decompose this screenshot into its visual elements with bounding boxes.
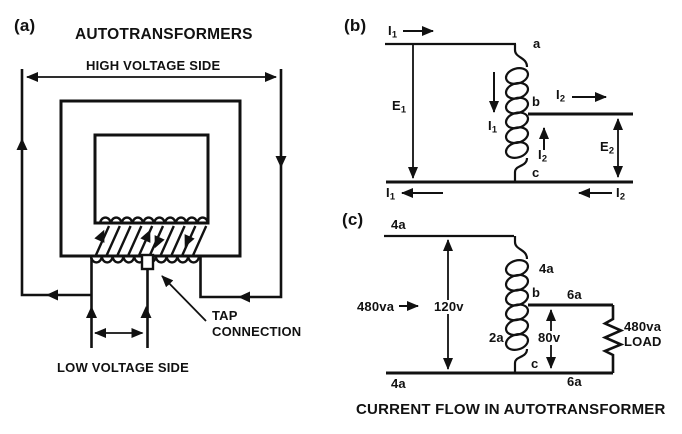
panel-b-current-i2-coil: I2 — [538, 147, 548, 164]
panel-a-title: AUTOTRANSFORMERS — [75, 26, 253, 43]
winding-top-loops — [98, 216, 210, 225]
panel-b-art — [385, 26, 633, 198]
panel-c-current-bottom-left: 4a — [391, 376, 406, 391]
panel-c-terminal-c: c — [531, 356, 539, 371]
coil-b — [504, 44, 530, 182]
core-outer — [59, 99, 242, 258]
panel-b-current-i1-return: I1 — [386, 185, 396, 202]
panel-c-current-coil-upper: 4a — [539, 261, 554, 276]
panel-b-voltage-e2: E2 — [600, 139, 615, 156]
panel-c-current-load-top: 6a — [567, 287, 582, 302]
panel-b-panel-letter: (b) — [344, 16, 367, 35]
current-flow-arrows-b — [401, 26, 612, 198]
panel-b-terminal-a: a — [533, 36, 541, 51]
panel-c-caption: CURRENT FLOW IN AUTOTRANSFORMER — [356, 401, 666, 418]
panel-b-current-i1-coil: I1 — [488, 118, 498, 135]
panel-c-current-coil-lower: 2a — [489, 330, 504, 345]
coil-c — [504, 236, 530, 373]
panel-a-tap-connection-line1: TAP — [212, 308, 238, 323]
left-conductor — [20, 69, 92, 297]
panel-c-terminal-b: b — [532, 285, 541, 300]
tap-pointer-arrow — [161, 275, 207, 322]
panel-c-source-va: 480va — [357, 299, 395, 314]
panel-a-high-voltage-side: HIGH VOLTAGE SIDE — [86, 58, 221, 73]
panel-c-current-load-bottom: 6a — [567, 374, 582, 389]
panel-b-terminal-b: b — [532, 94, 541, 109]
panel-b-terminal-c: c — [532, 165, 540, 180]
panel-b-current-i2-return: I2 — [616, 185, 626, 202]
panel-a-low-voltage-side: LOW VOLTAGE SIDE — [57, 360, 189, 375]
panel-b-current-i2-out: I2 — [556, 87, 566, 104]
panel-a-tap-connection-line2: CONNECTION — [212, 324, 302, 339]
panel-c-load-word: LOAD — [624, 334, 662, 349]
panel-c-voltage-primary: 120v — [432, 299, 466, 314]
panel-b-voltage-e1: E1 — [392, 98, 407, 115]
panel-c-panel-letter: (c) — [342, 210, 364, 229]
load-resistor — [601, 305, 625, 373]
panel-c-load-va: 480va — [624, 319, 662, 334]
core-inner — [93, 133, 210, 225]
panel-a-art — [16, 69, 287, 348]
panel-b-current-i1-in: I1 — [388, 23, 398, 40]
panel-c-current-top-in: 4a — [391, 217, 406, 232]
panel-c-voltage-secondary: 80v — [536, 330, 563, 345]
panel-c-art — [384, 234, 625, 375]
winding-current-arrows — [94, 229, 195, 249]
panel-a-panel-letter: (a) — [14, 16, 36, 35]
tap-stub — [140, 253, 155, 271]
